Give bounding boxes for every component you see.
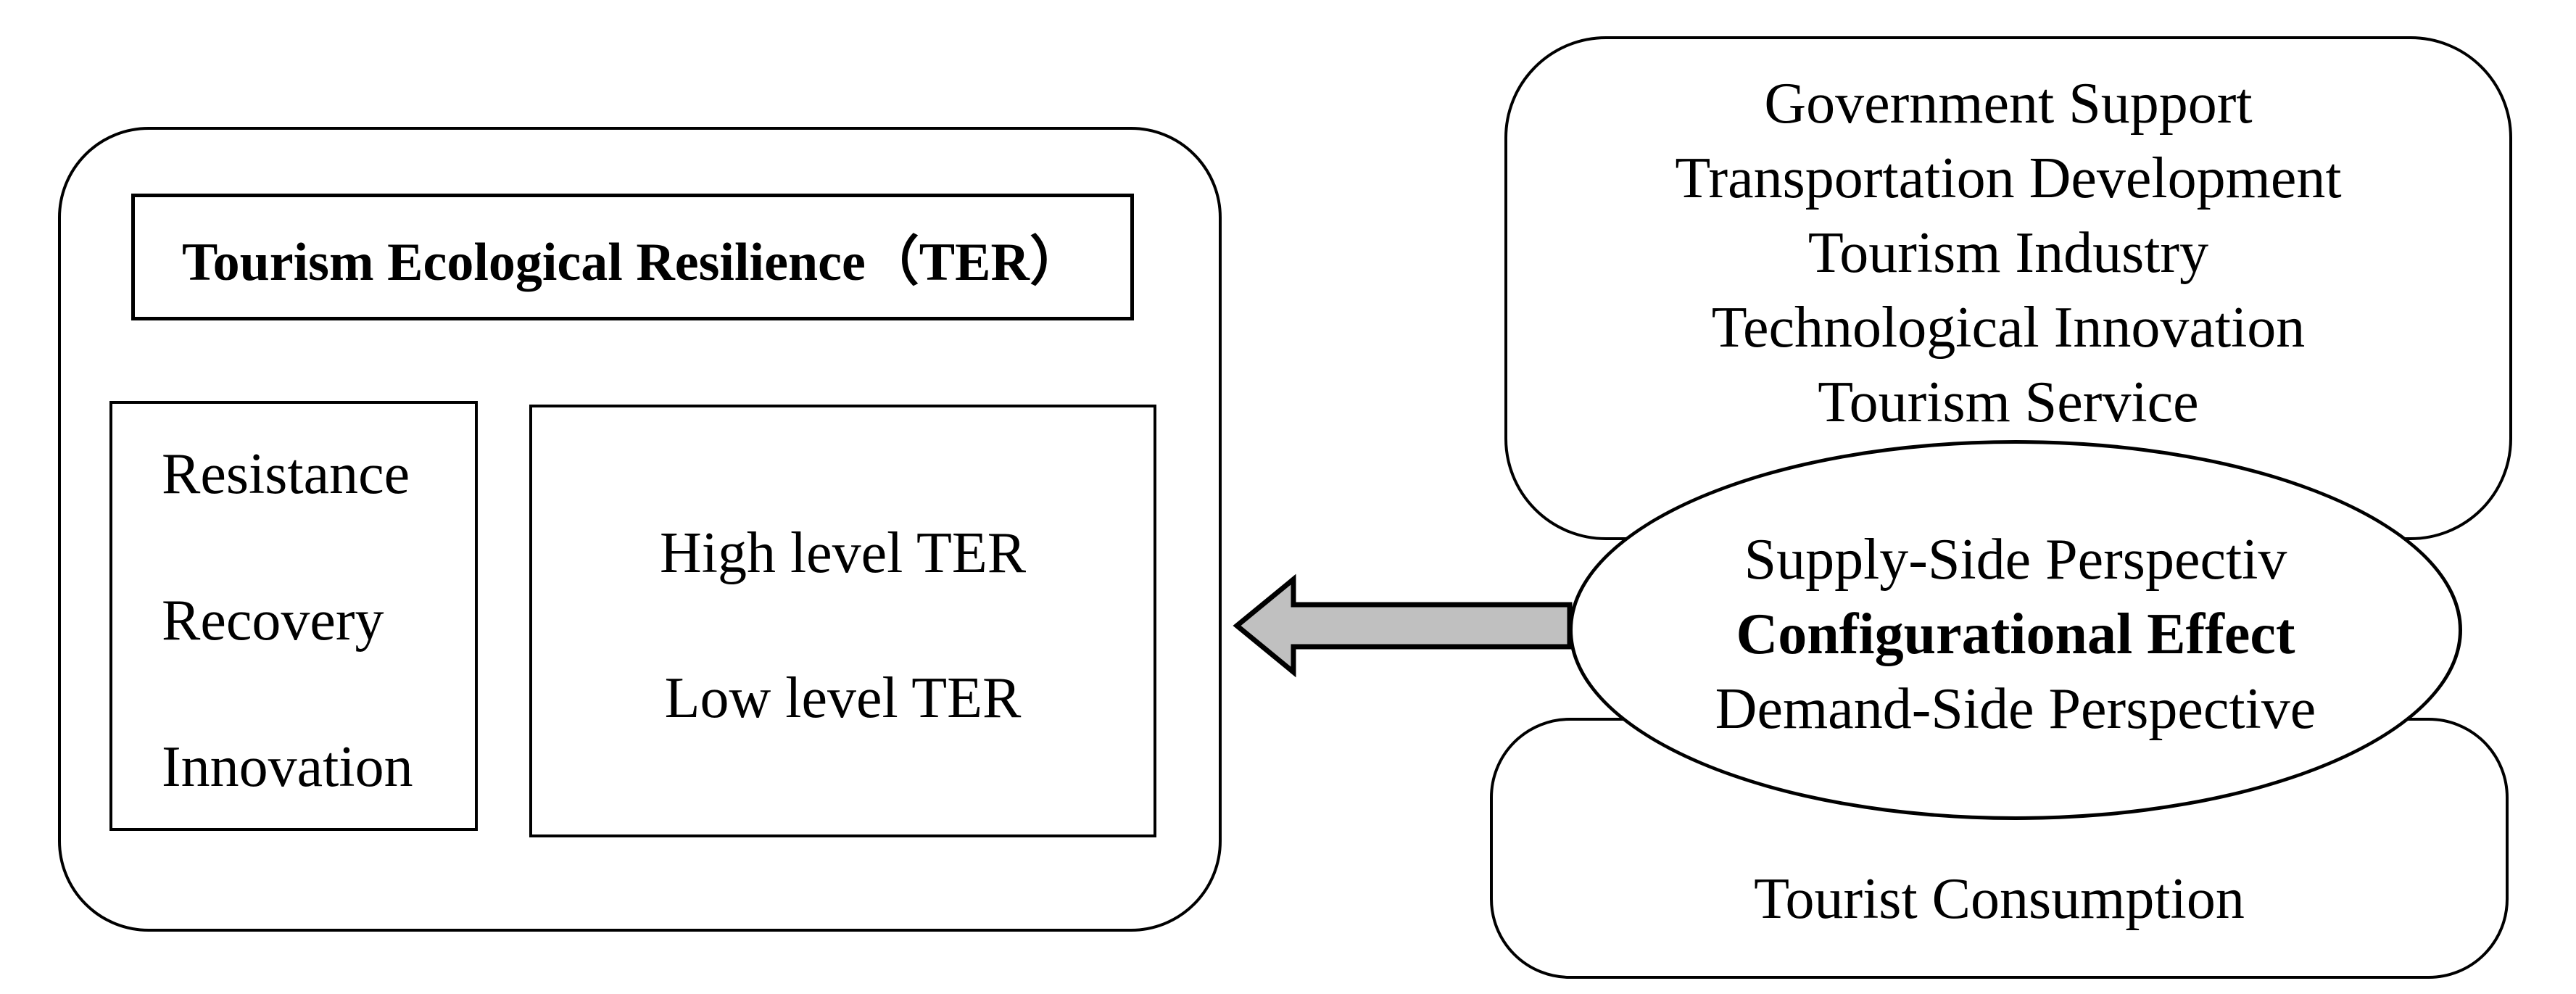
ter-title-box: Tourism Ecological Resilience（TER）	[131, 194, 1134, 320]
factor-tourist-consumption-label: Tourist Consumption	[1754, 867, 2245, 931]
factor-tourism-industry-label: Tourism Industry	[1807, 221, 2209, 285]
low-level-ter-label: Low level TER	[664, 666, 1022, 730]
ter-dimensions-box: Resistance Recovery Innovation	[109, 401, 478, 831]
ter-title-label: Tourism Ecological Resilience（TER）	[182, 233, 1083, 292]
configurational-effect-ellipse: Supply-Side Perspectiv Configurational E…	[1569, 440, 2462, 820]
configurational-effect-label: Configurational Effect	[1736, 602, 2295, 666]
left-block-arrow-icon	[1233, 573, 1573, 678]
supply-side-perspective-label: Supply-Side Perspectiv	[1744, 528, 2287, 592]
dimension-resistance-label: Resistance	[162, 442, 410, 506]
dimension-recovery-label: Recovery	[162, 589, 384, 653]
left-block-arrow-shape	[1233, 573, 1573, 678]
ter-levels-box: High level TER Low level TER	[529, 405, 1156, 837]
factor-government-support-label: Government Support	[1764, 72, 2253, 136]
dimension-innovation-label: Innovation	[162, 735, 413, 799]
high-level-ter-label: High level TER	[659, 521, 1027, 585]
factor-tourism-service-label: Tourism Service	[1818, 370, 2199, 434]
factor-transportation-development-label: Transportation Development	[1675, 146, 2342, 210]
factor-technological-innovation-label: Technological Innovation	[1711, 296, 2306, 360]
demand-side-perspective-label: Demand-Side Perspective	[1715, 677, 2316, 741]
